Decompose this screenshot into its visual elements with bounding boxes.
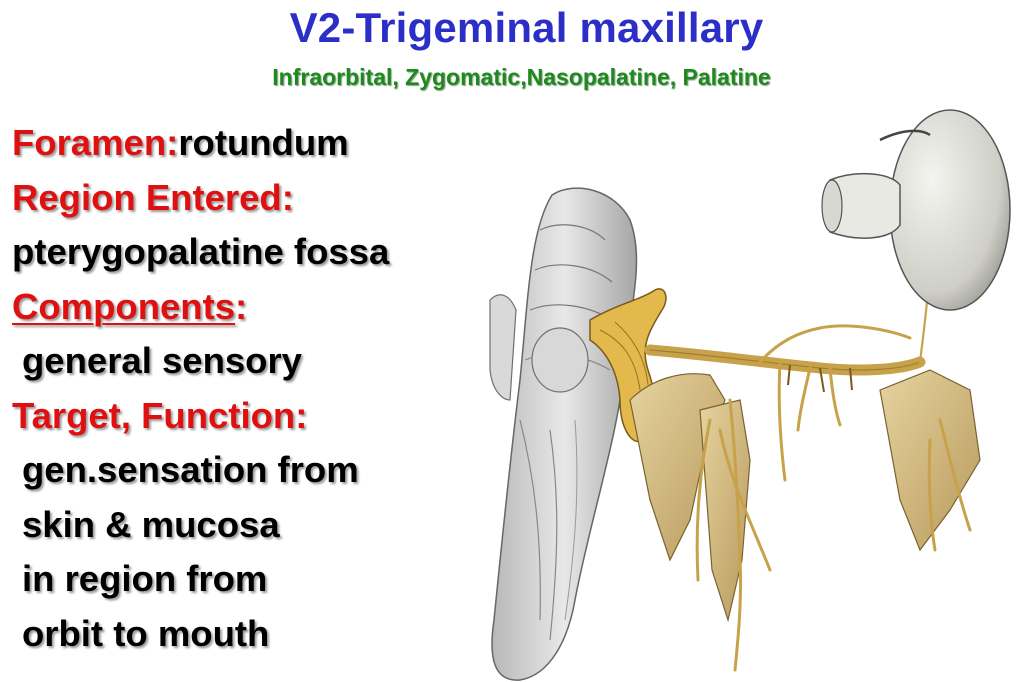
slide-title: V2-Trigeminal maxillary <box>289 4 764 51</box>
target-label: Target, Function: <box>12 394 308 436</box>
components-value: general sensory <box>22 340 302 381</box>
maxillary-nerve-trunk <box>644 344 926 376</box>
foramen-value: rotundum <box>178 122 349 163</box>
branch-stubs <box>787 364 853 393</box>
target-line-1: gen.sensation from <box>22 449 359 490</box>
region-label: Region Entered: <box>12 176 294 218</box>
maxilla-bone-fragments <box>629 369 981 623</box>
target-line-4: orbit to mouth <box>22 612 270 654</box>
slide-subtitle: Infraorbital, Zygomatic,Nasopalatine, Pa… <box>272 64 771 90</box>
components-line: Components: <box>12 280 492 335</box>
region-value: pterygopalatine fossa <box>12 231 390 272</box>
text-content: Foramen:rotundum Region Entered: pterygo… <box>12 116 492 661</box>
target-line-3: in region from <box>22 558 268 599</box>
target-line-2: skin & mucosa <box>22 503 280 545</box>
brainstem-shape <box>489 187 638 681</box>
eyeball-shape <box>821 109 1011 311</box>
components-label: Components <box>12 285 236 327</box>
foramen-label: Foramen: <box>12 122 179 163</box>
maxillary-nerve-illustration <box>489 109 1011 681</box>
foramen-line: Foramen:rotundum <box>12 116 492 171</box>
components-colon: : <box>235 285 248 327</box>
